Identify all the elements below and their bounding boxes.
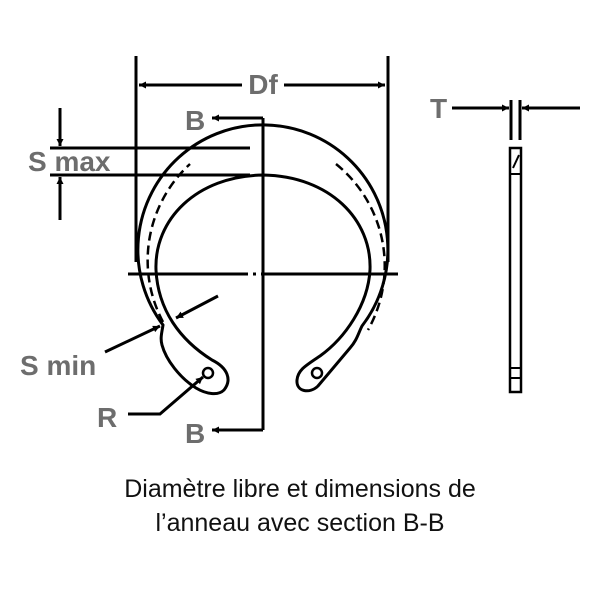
t-label: T: [430, 93, 447, 124]
smin-arrow-inner: [175, 294, 219, 320]
free-diameter-dashed-arc-left: [146, 163, 191, 323]
df-label: Df: [248, 69, 278, 100]
b-top-label: B: [185, 105, 205, 136]
r-label: R: [97, 402, 117, 433]
smin-label: S min: [20, 350, 96, 381]
free-diameter-dashed-arc-right: [335, 163, 386, 331]
side-view-hatch: [512, 154, 520, 169]
b-bottom-label: B: [185, 418, 205, 449]
ring-side-view: [508, 146, 523, 394]
smax-label: S max: [28, 146, 111, 177]
lug-hole-left: [201, 366, 215, 380]
ring-outer-edge: [136, 123, 390, 396]
lug-hole-right: [310, 366, 324, 380]
smin-arrow-outer: [104, 324, 161, 354]
caption-line-1: Diamètre libre et dimensions de: [124, 475, 476, 503]
caption-line-2: l’anneau avec section B-B: [155, 509, 445, 537]
r-leader: [128, 375, 204, 416]
